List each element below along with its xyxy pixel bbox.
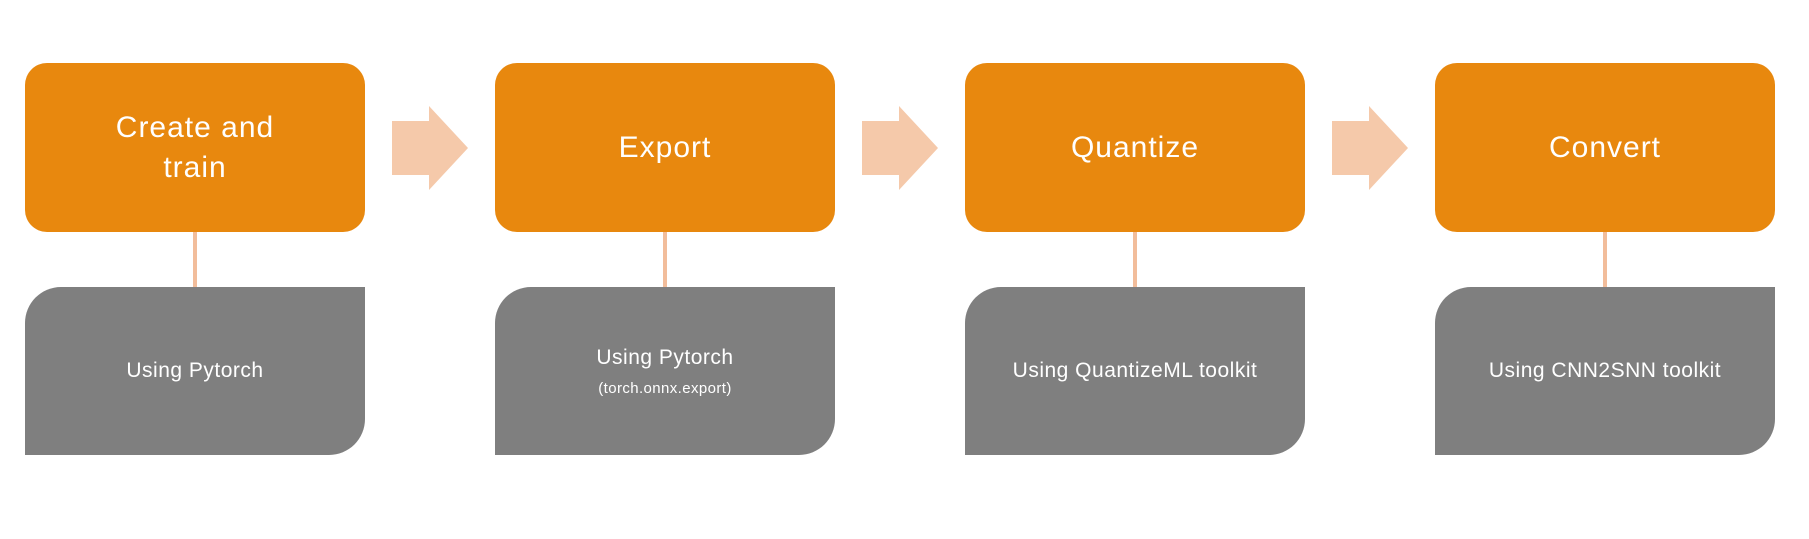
stage-box-quantize: Quantize [965, 63, 1305, 232]
detail-text: Using QuantizeML toolkit [1012, 359, 1258, 383]
connector-line [663, 232, 667, 287]
detail-text: Using CNN2SNN toolkit [1488, 359, 1722, 383]
stage-column-quantize: Quantize Using QuantizeML toolkit [965, 63, 1305, 455]
stage-title: Create and train [115, 110, 275, 184]
detail-subtext: (torch.onnx.export) [598, 379, 732, 397]
stage-column-convert: Convert Using CNN2SNN toolkit [1435, 63, 1775, 455]
stage-box-convert: Convert [1435, 63, 1775, 232]
stage-title: Convert [1548, 130, 1662, 164]
arrow-gap [1305, 63, 1435, 232]
stage-box-create-and-train: Create and train [25, 63, 365, 232]
stage-title: Export [618, 130, 712, 164]
connector-line [1603, 232, 1607, 287]
stage-column-create-and-train: Create and train Using Pytorch [25, 63, 365, 455]
detail-text: Using Pytorch [596, 346, 734, 370]
stage-box-export: Export [495, 63, 835, 232]
flow-arrow-icon [392, 105, 468, 190]
flow-arrow-icon [862, 105, 938, 190]
arrow-gap [835, 63, 965, 232]
arrow-gap [365, 63, 495, 232]
detail-box-export: Using Pytorch (torch.onnx.export) [495, 287, 835, 455]
detail-box-convert: Using CNN2SNN toolkit [1435, 287, 1775, 455]
detail-box-create-and-train: Using Pytorch [25, 287, 365, 455]
stage-title: Quantize [1070, 130, 1200, 164]
stage-column-export: Export Using Pytorch (torch.onnx.export) [495, 63, 835, 455]
connector-line [193, 232, 197, 287]
detail-box-quantize: Using QuantizeML toolkit [965, 287, 1305, 455]
detail-text: Using Pytorch [126, 359, 264, 383]
connector-line [1133, 232, 1137, 287]
flow-arrow-icon [1332, 105, 1408, 190]
